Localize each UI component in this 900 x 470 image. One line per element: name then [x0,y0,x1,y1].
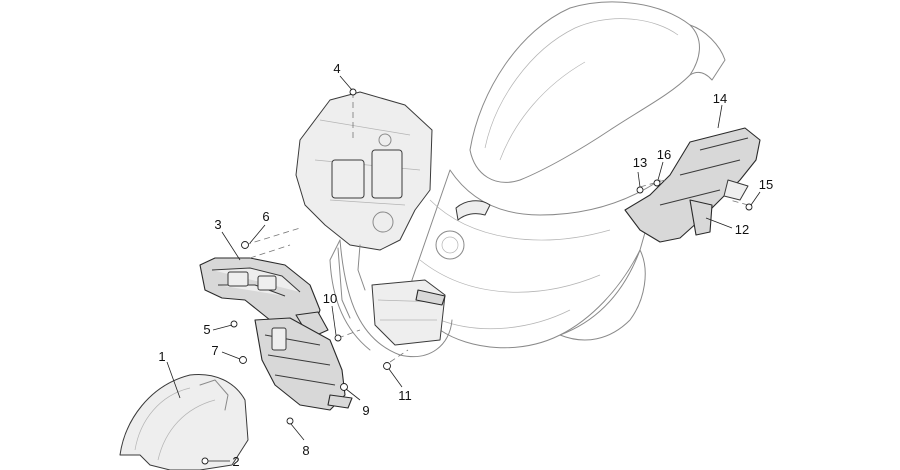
screw-9 [340,383,348,391]
callout-13: 13 [633,155,647,170]
part-1-front-mudguard [119,373,249,470]
callout-6: 6 [262,209,269,224]
callout-3: 3 [214,217,221,232]
callout-4: 4 [333,61,340,76]
alignment-lines [244,92,749,363]
fasteners [201,88,753,465]
screw-10 [334,334,342,342]
screw-2 [201,457,209,465]
screw-8 [286,417,294,425]
callout-8: 8 [302,443,309,458]
screw-4 [349,88,357,96]
callout-2: 2 [232,454,239,469]
screw-15 [745,203,753,211]
inner-mudguard-lower [254,317,353,411]
screw-6 [241,241,249,249]
callout-10: 10 [323,291,337,306]
callout-16: 16 [657,147,671,162]
callout-7: 7 [211,343,218,358]
part-12-rear-mudguard [624,127,761,243]
screw-7 [239,356,247,364]
scooter-body-outline [329,1,726,357]
screw-5 [230,320,238,328]
callout-12: 12 [735,222,749,237]
screw-11 [383,362,391,370]
callout-5: 5 [203,322,210,337]
front-frame-assembly [295,91,446,346]
callout-1: 1 [158,349,165,364]
callout-11: 11 [398,388,412,403]
leader-lines [166,75,761,462]
screw-13 [636,186,644,194]
callout-labels: 1 2 3 4 5 6 7 8 9 10 11 12 13 14 15 16 [158,61,773,469]
screw-16 [653,179,661,187]
callout-9: 9 [362,403,369,418]
callout-15: 15 [759,177,773,192]
callout-14: 14 [713,91,727,106]
